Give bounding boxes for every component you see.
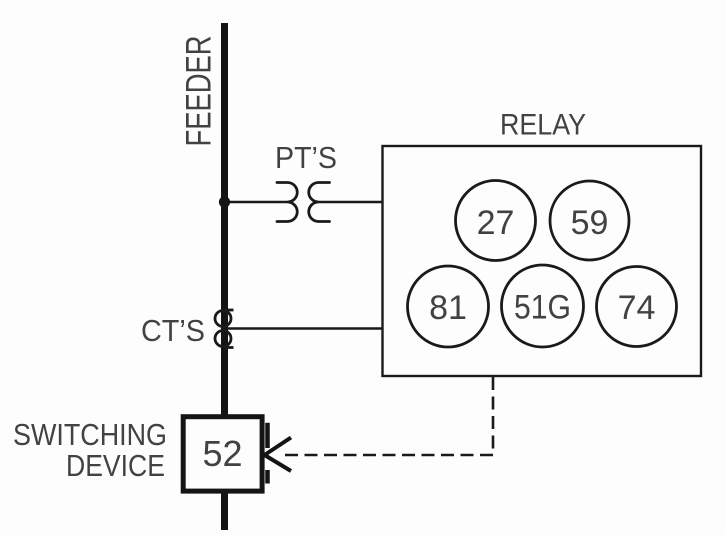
svg-text:27: 27 [477, 204, 515, 242]
svg-text:RELAY: RELAY [500, 109, 586, 142]
svg-text:59: 59 [571, 204, 609, 242]
svg-text:51G: 51G [514, 289, 571, 327]
svg-text:81: 81 [429, 289, 467, 327]
svg-text:PT’S: PT’S [275, 140, 337, 175]
svg-text:CT’S: CT’S [141, 313, 205, 348]
svg-text:52: 52 [202, 433, 242, 474]
svg-text:SWITCHING: SWITCHING [13, 418, 167, 452]
svg-text:DEVICE: DEVICE [66, 449, 165, 483]
svg-text:74: 74 [618, 289, 656, 327]
svg-text:FEEDER: FEEDER [180, 36, 219, 147]
